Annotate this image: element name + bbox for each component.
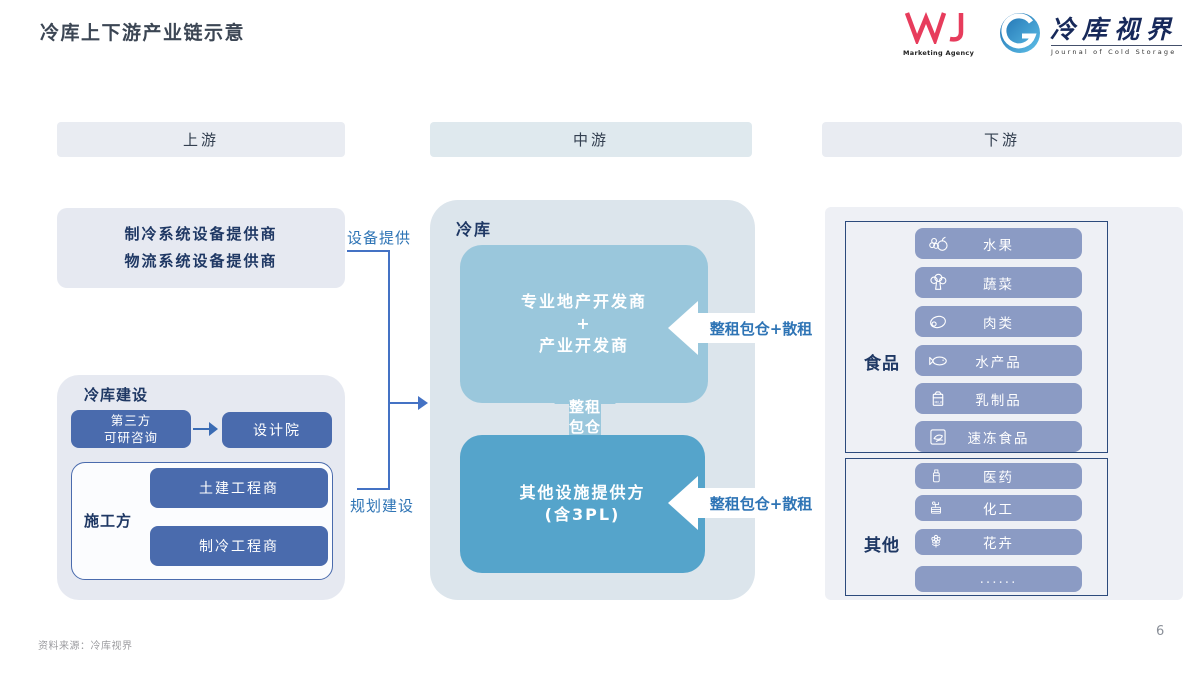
internal-arrow-line2: 包仓: [568, 418, 601, 436]
journal-brand-name: 冷库视界: [1050, 15, 1179, 44]
feasibility-line2: 可研咨询: [103, 430, 158, 445]
internal-up-arrow-stem: [569, 402, 601, 436]
wj-logo-icon: [904, 12, 964, 47]
food-category-label: 食品: [864, 354, 900, 374]
connector-bottom-segment: [357, 488, 390, 490]
equipment-provider-line2: 物流系统设备提供商: [124, 252, 278, 270]
lease-arrow-bottom-label: 整租包仓+散租: [709, 494, 813, 513]
equipment-providers-box: 制冷系统设备提供商 物流系统设备提供商: [57, 208, 345, 288]
downstream-item-medicine: 医药: [915, 463, 1082, 489]
downstream-item-vegetable: 蔬菜: [915, 267, 1082, 298]
journal-brand-caption: Journal of Cold Storage: [1051, 45, 1182, 56]
source-note: 资料来源：冷库视界: [38, 641, 133, 652]
developer-line2: +: [576, 314, 592, 333]
other-category-box: [845, 458, 1108, 596]
facility-provider-box: 其他设施提供方 (含3PL): [460, 435, 705, 573]
lease-arrow-top-stem: [698, 313, 825, 343]
lease-arrow-top-label: 整租包仓+散租: [709, 319, 813, 338]
fish-icon: [927, 350, 949, 372]
downstream-item-chemical: 化工: [915, 495, 1082, 521]
developer-line1: 专业地产开发商: [520, 292, 647, 311]
downstream-item-flower: 花卉: [915, 529, 1082, 555]
lane-header-downstream: 下游: [822, 122, 1182, 157]
downstream-item-dairy: MILK 乳制品: [915, 383, 1082, 414]
frozen-food-icon: [927, 426, 949, 448]
downstream-item-frozen-food: 速冻食品: [915, 421, 1082, 452]
marketing-agency-caption: Marketing Agency: [903, 49, 975, 57]
internal-up-arrow-icon: [554, 378, 616, 404]
downstream-item-fruit: 水果: [915, 228, 1082, 259]
internal-arrow-line1: 整租: [568, 398, 601, 416]
lane-header-upstream: 上游: [57, 122, 345, 157]
vegetable-icon: [927, 272, 949, 294]
connector-top-segment: [347, 250, 390, 252]
feasibility-design-arrowhead-icon: [209, 422, 218, 436]
feasibility-design-arrow-line: [193, 428, 211, 430]
developer-line3: 产业开发商: [538, 336, 629, 355]
connector-arrowhead-icon: [418, 396, 428, 410]
feasibility-line1: 第三方: [110, 413, 152, 428]
construction-group-title: 冷库建设: [84, 386, 149, 404]
equipment-provider-line1: 制冷系统设备提供商: [124, 225, 278, 243]
lease-arrow-bottom-head-icon: [668, 476, 698, 530]
design-institute-box: 设计院: [222, 412, 332, 448]
facility-line2: (含3PL): [544, 505, 621, 524]
cold-storage-label: 冷库: [456, 220, 493, 239]
downstream-item-aquatic: 水产品: [915, 345, 1082, 376]
fruit-icon: [927, 233, 949, 255]
meat-icon: [927, 311, 949, 333]
connector-arrow-segment: [390, 402, 420, 404]
facility-line1: 其他设施提供方: [519, 483, 646, 502]
developer-box: 专业地产开发商 + 产业开发商: [460, 245, 708, 403]
medicine-icon: [927, 467, 945, 485]
contractor-group-label: 施工方: [84, 512, 133, 530]
flower-icon: [927, 533, 945, 551]
downstream-item-meat: 肉类: [915, 306, 1082, 337]
lease-arrow-top-head-icon: [668, 301, 698, 355]
marketing-agency-logo: Marketing Agency: [903, 10, 993, 57]
page-number: 6: [1156, 624, 1165, 639]
svg-text:MILK: MILK: [934, 400, 943, 404]
planning-construction-label: 规划建设: [350, 497, 415, 515]
downstream-item-others-dots: ......: [915, 566, 1082, 592]
connector-vertical-segment: [388, 250, 390, 490]
lane-header-midstream: 中游: [430, 122, 752, 157]
page-title: 冷库上下游产业链示意: [40, 22, 246, 44]
other-category-label: 其他: [864, 536, 900, 556]
internal-arrow-label: 整租 包仓: [550, 397, 620, 437]
food-category-box: [845, 221, 1108, 453]
equipment-supply-label: 设备提供: [347, 229, 412, 247]
lease-arrow-bottom-stem: [698, 488, 825, 518]
refrigeration-contractor-box: 制冷工程商: [150, 526, 328, 566]
milk-icon: MILK: [927, 388, 949, 410]
civil-contractor-box: 土建工程商: [150, 468, 328, 508]
chemical-icon: [927, 499, 945, 517]
feasibility-consulting-box: 第三方 可研咨询: [71, 410, 191, 448]
journal-globe-icon: [1000, 13, 1040, 53]
